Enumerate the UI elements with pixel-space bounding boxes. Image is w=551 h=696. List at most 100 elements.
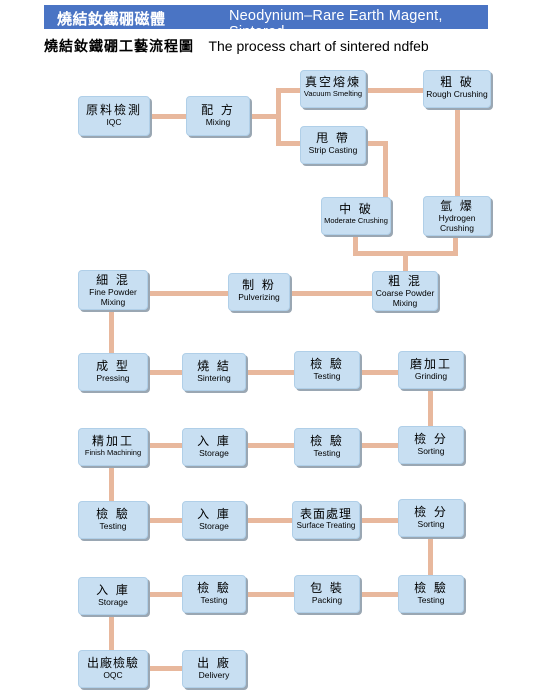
connector [353, 234, 358, 254]
step-label-en: Mixing [100, 297, 126, 307]
step-label-zh: 甩 帶 [316, 131, 350, 145]
step-pulverizing: 制 粉 Pulverizing [228, 273, 290, 311]
connector [453, 234, 458, 254]
step-label-en: Finish Machining [84, 448, 142, 457]
step-label-zh: 磨加工 [409, 357, 452, 371]
step-label-en: Mixing [205, 117, 231, 127]
connector [150, 114, 186, 119]
step-label-zh: 檢 分 [414, 505, 448, 519]
step-label-en: IQC [106, 117, 122, 127]
step-label-zh: 出廠檢驗 [86, 656, 139, 670]
connector [290, 291, 372, 296]
step-testing-4: 檢 驗 Testing [182, 575, 246, 613]
connector [148, 666, 182, 671]
connector [360, 370, 398, 375]
title-banner: 燒結釹鐵硼磁體 Neodynium–Rare Earth Magent, Sin… [44, 5, 488, 40]
step-testing-2: 檢 驗 Testing [294, 428, 360, 466]
step-oqc: 出廠檢驗 OQC [78, 650, 148, 688]
connector [246, 592, 294, 597]
connector [428, 534, 433, 578]
step-label-en: Surface Treating [296, 521, 356, 530]
connector [246, 443, 294, 448]
step-label-en: Testing [200, 595, 228, 605]
step-delivery: 出 廠 Delivery [182, 650, 246, 688]
step-label-en: Storage [98, 597, 128, 607]
connector [148, 291, 228, 296]
chart-subtitle: 燒結釹鐵硼工藝流程圖 The process chart of sintered… [44, 36, 429, 56]
step-label-en: Sintering [197, 373, 231, 383]
step-testing-3: 檢 驗 Testing [78, 501, 148, 539]
step-surface-treating: 表面處理 Surface Treating [292, 501, 360, 539]
step-label-en: Mixing [392, 298, 418, 308]
step-label-zh: 原料檢測 [85, 103, 142, 117]
step-storage-1: 入 庫 Storage [182, 428, 246, 466]
step-storage-2: 入 庫 Storage [182, 501, 246, 539]
connector [360, 518, 398, 523]
connector [276, 88, 300, 93]
subtitle-en: The process chart of sintered ndfeb [208, 38, 429, 54]
step-label-en: Testing [417, 595, 445, 605]
step-sorting-2: 檢 分 Sorting [398, 499, 464, 537]
step-fine-powder-mixing: 細 混 Fine Powder Mixing [78, 270, 148, 310]
connector [276, 88, 281, 146]
step-storage-3: 入 庫 Storage [78, 577, 148, 615]
connector [148, 370, 182, 375]
connector [455, 102, 460, 198]
step-vacuum-smelting: 真空熔煉 Vacuum Smelting [300, 70, 366, 108]
step-label-zh: 包 裝 [310, 581, 344, 595]
step-label-zh: 檢 驗 [197, 581, 231, 595]
connector [109, 307, 114, 353]
step-label-zh: 出 廠 [197, 656, 231, 670]
step-moderate-crushing: 中 破 Moderate Crushing [321, 197, 391, 235]
connector [250, 114, 278, 119]
step-grinding: 磨加工 Grinding [398, 351, 464, 389]
step-label-zh: 檢 驗 [310, 357, 344, 371]
step-label-en: Pulverizing [238, 292, 280, 302]
step-label-en: Storage [199, 448, 229, 458]
step-label-zh: 入 庫 [197, 507, 231, 521]
step-label-en: Storage [199, 521, 229, 531]
step-label-en: Pressing [96, 373, 130, 383]
step-label-zh: 氫 爆 [440, 199, 474, 213]
step-rough-crushing: 粗 破 Rough Crushing [423, 70, 491, 108]
connector [366, 88, 423, 93]
step-label-zh: 粗 破 [440, 75, 474, 89]
step-label-zh: 真空熔煉 [304, 75, 361, 89]
connector [403, 251, 408, 273]
step-iqc: 原料檢測 IQC [78, 96, 150, 136]
step-coarse-powder-mixing: 粗 混 Coarse Powder Mixing [372, 271, 438, 311]
step-testing-1: 檢 驗 Testing [294, 351, 360, 389]
step-label-zh: 入 庫 [96, 583, 130, 597]
step-label-zh: 檢 驗 [96, 507, 130, 521]
step-testing-5: 檢 驗 Testing [398, 575, 464, 613]
step-mixing: 配 方 Mixing [186, 96, 250, 136]
connector [246, 518, 294, 523]
step-label-zh: 表面處理 [299, 507, 352, 521]
step-label-en: Delivery [198, 670, 230, 680]
step-label-zh: 粗 混 [388, 274, 422, 288]
connector [109, 612, 114, 650]
connector [428, 387, 433, 429]
step-label-zh: 入 庫 [197, 434, 231, 448]
connector [148, 592, 182, 597]
banner-title-cn: 燒結釹鐵硼磁體 [57, 10, 166, 28]
step-label-en: Testing [99, 521, 127, 531]
step-label-en: Hydrogen [438, 213, 476, 223]
banner-title-en: Neodynium–Rare Earth Magent, Sintered [229, 8, 443, 40]
step-label-zh: 成 型 [96, 359, 130, 373]
step-label-en: Rough Crushing [426, 89, 488, 99]
step-label-en: Grinding [414, 371, 448, 381]
step-label-zh: 細 混 [96, 273, 130, 287]
step-label-en: Testing [313, 371, 341, 381]
step-hydrogen-crushing: 氫 爆 Hydrogen Crushing [423, 196, 491, 236]
step-label-en: Strip Casting [308, 145, 358, 155]
step-pressing: 成 型 Pressing [78, 353, 148, 391]
step-label-zh: 燒 結 [197, 359, 231, 373]
step-label-zh: 制 粉 [242, 278, 276, 292]
step-label-zh: 檢 分 [414, 432, 448, 446]
step-label-en: Sorting [417, 446, 445, 456]
step-finish-machining: 精加工 Finish Machining [78, 428, 148, 466]
step-label-en: Fine Powder [89, 287, 137, 297]
connector [246, 370, 294, 375]
connector [109, 463, 114, 501]
